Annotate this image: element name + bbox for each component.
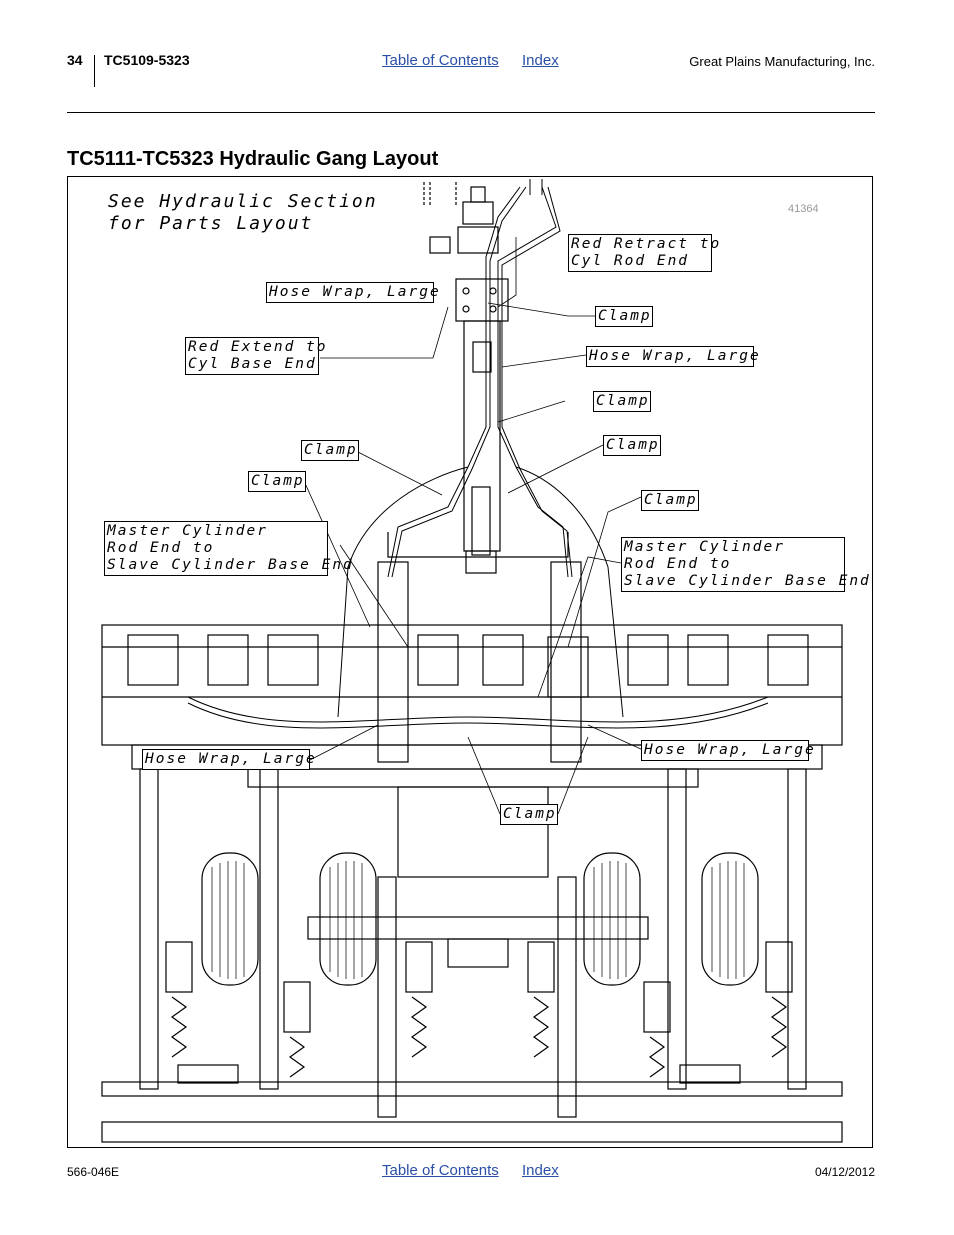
callout-hose-wrap-top: Hose Wrap, Large bbox=[266, 282, 439, 303]
publication-date: 04/12/2012 bbox=[814, 1165, 875, 1179]
document-number: 566-046E bbox=[67, 1165, 120, 1179]
callout-master-cylinder-right: Master Cylinder Rod End to Slave Cylinde… bbox=[621, 537, 869, 592]
figure-number: 41364 bbox=[788, 203, 819, 215]
index-link[interactable]: Index bbox=[522, 52, 559, 69]
hydraulic-hoses bbox=[187, 179, 769, 729]
callout-clamp-bottom: Clamp bbox=[500, 804, 558, 825]
callout-clamp-5: Clamp bbox=[248, 471, 306, 492]
callout-clamp-1: Clamp bbox=[595, 306, 653, 327]
callout-hose-wrap-left-lower: Hose Wrap, Large bbox=[142, 749, 315, 770]
leader-lines bbox=[303, 237, 644, 815]
callout-hose-wrap-right-lower: Hose Wrap, Large bbox=[641, 740, 814, 761]
model-number: TC5109-5323 bbox=[104, 52, 190, 68]
gang-mounts bbox=[127, 634, 809, 698]
main-frame bbox=[101, 532, 843, 1143]
tires bbox=[201, 852, 759, 986]
hydraulic-gang-layout-figure: See Hydraulic Section for Parts Layout 4… bbox=[67, 176, 873, 1148]
footer-table-of-contents-link[interactable]: Table of Contents bbox=[382, 1162, 499, 1179]
footer-index-link[interactable]: Index bbox=[522, 1162, 559, 1179]
table-of-contents-link[interactable]: Table of Contents bbox=[382, 52, 499, 69]
callout-clamp-3: Clamp bbox=[301, 440, 359, 461]
callout-hose-wrap-right-upper: Hose Wrap, Large bbox=[586, 346, 759, 367]
header-rule bbox=[67, 112, 875, 113]
callout-red-extend: Red Extend to Cyl Base End bbox=[185, 337, 326, 375]
callout-clamp-2: Clamp bbox=[593, 391, 651, 412]
company-name: Great Plains Manufacturing, Inc. bbox=[689, 54, 875, 69]
spring-shanks bbox=[165, 941, 793, 1084]
callout-clamp-6: Clamp bbox=[641, 490, 699, 511]
page-number: 34 bbox=[67, 52, 83, 68]
callout-clamp-4: Clamp bbox=[603, 435, 661, 456]
see-hydraulic-section-note: See Hydraulic Section for Parts Layout bbox=[108, 191, 378, 234]
machine-drawing bbox=[101, 179, 843, 1143]
page-title: TC5111-TC5323 Hydraulic Gang Layout bbox=[67, 148, 439, 170]
hitch-assembly bbox=[423, 182, 509, 574]
callout-master-cylinder-left: Master Cylinder Rod End to Slave Cylinde… bbox=[104, 521, 352, 576]
header-divider bbox=[94, 55, 95, 87]
callout-red-retract: Red Retract to Cyl Rod End bbox=[568, 234, 719, 272]
